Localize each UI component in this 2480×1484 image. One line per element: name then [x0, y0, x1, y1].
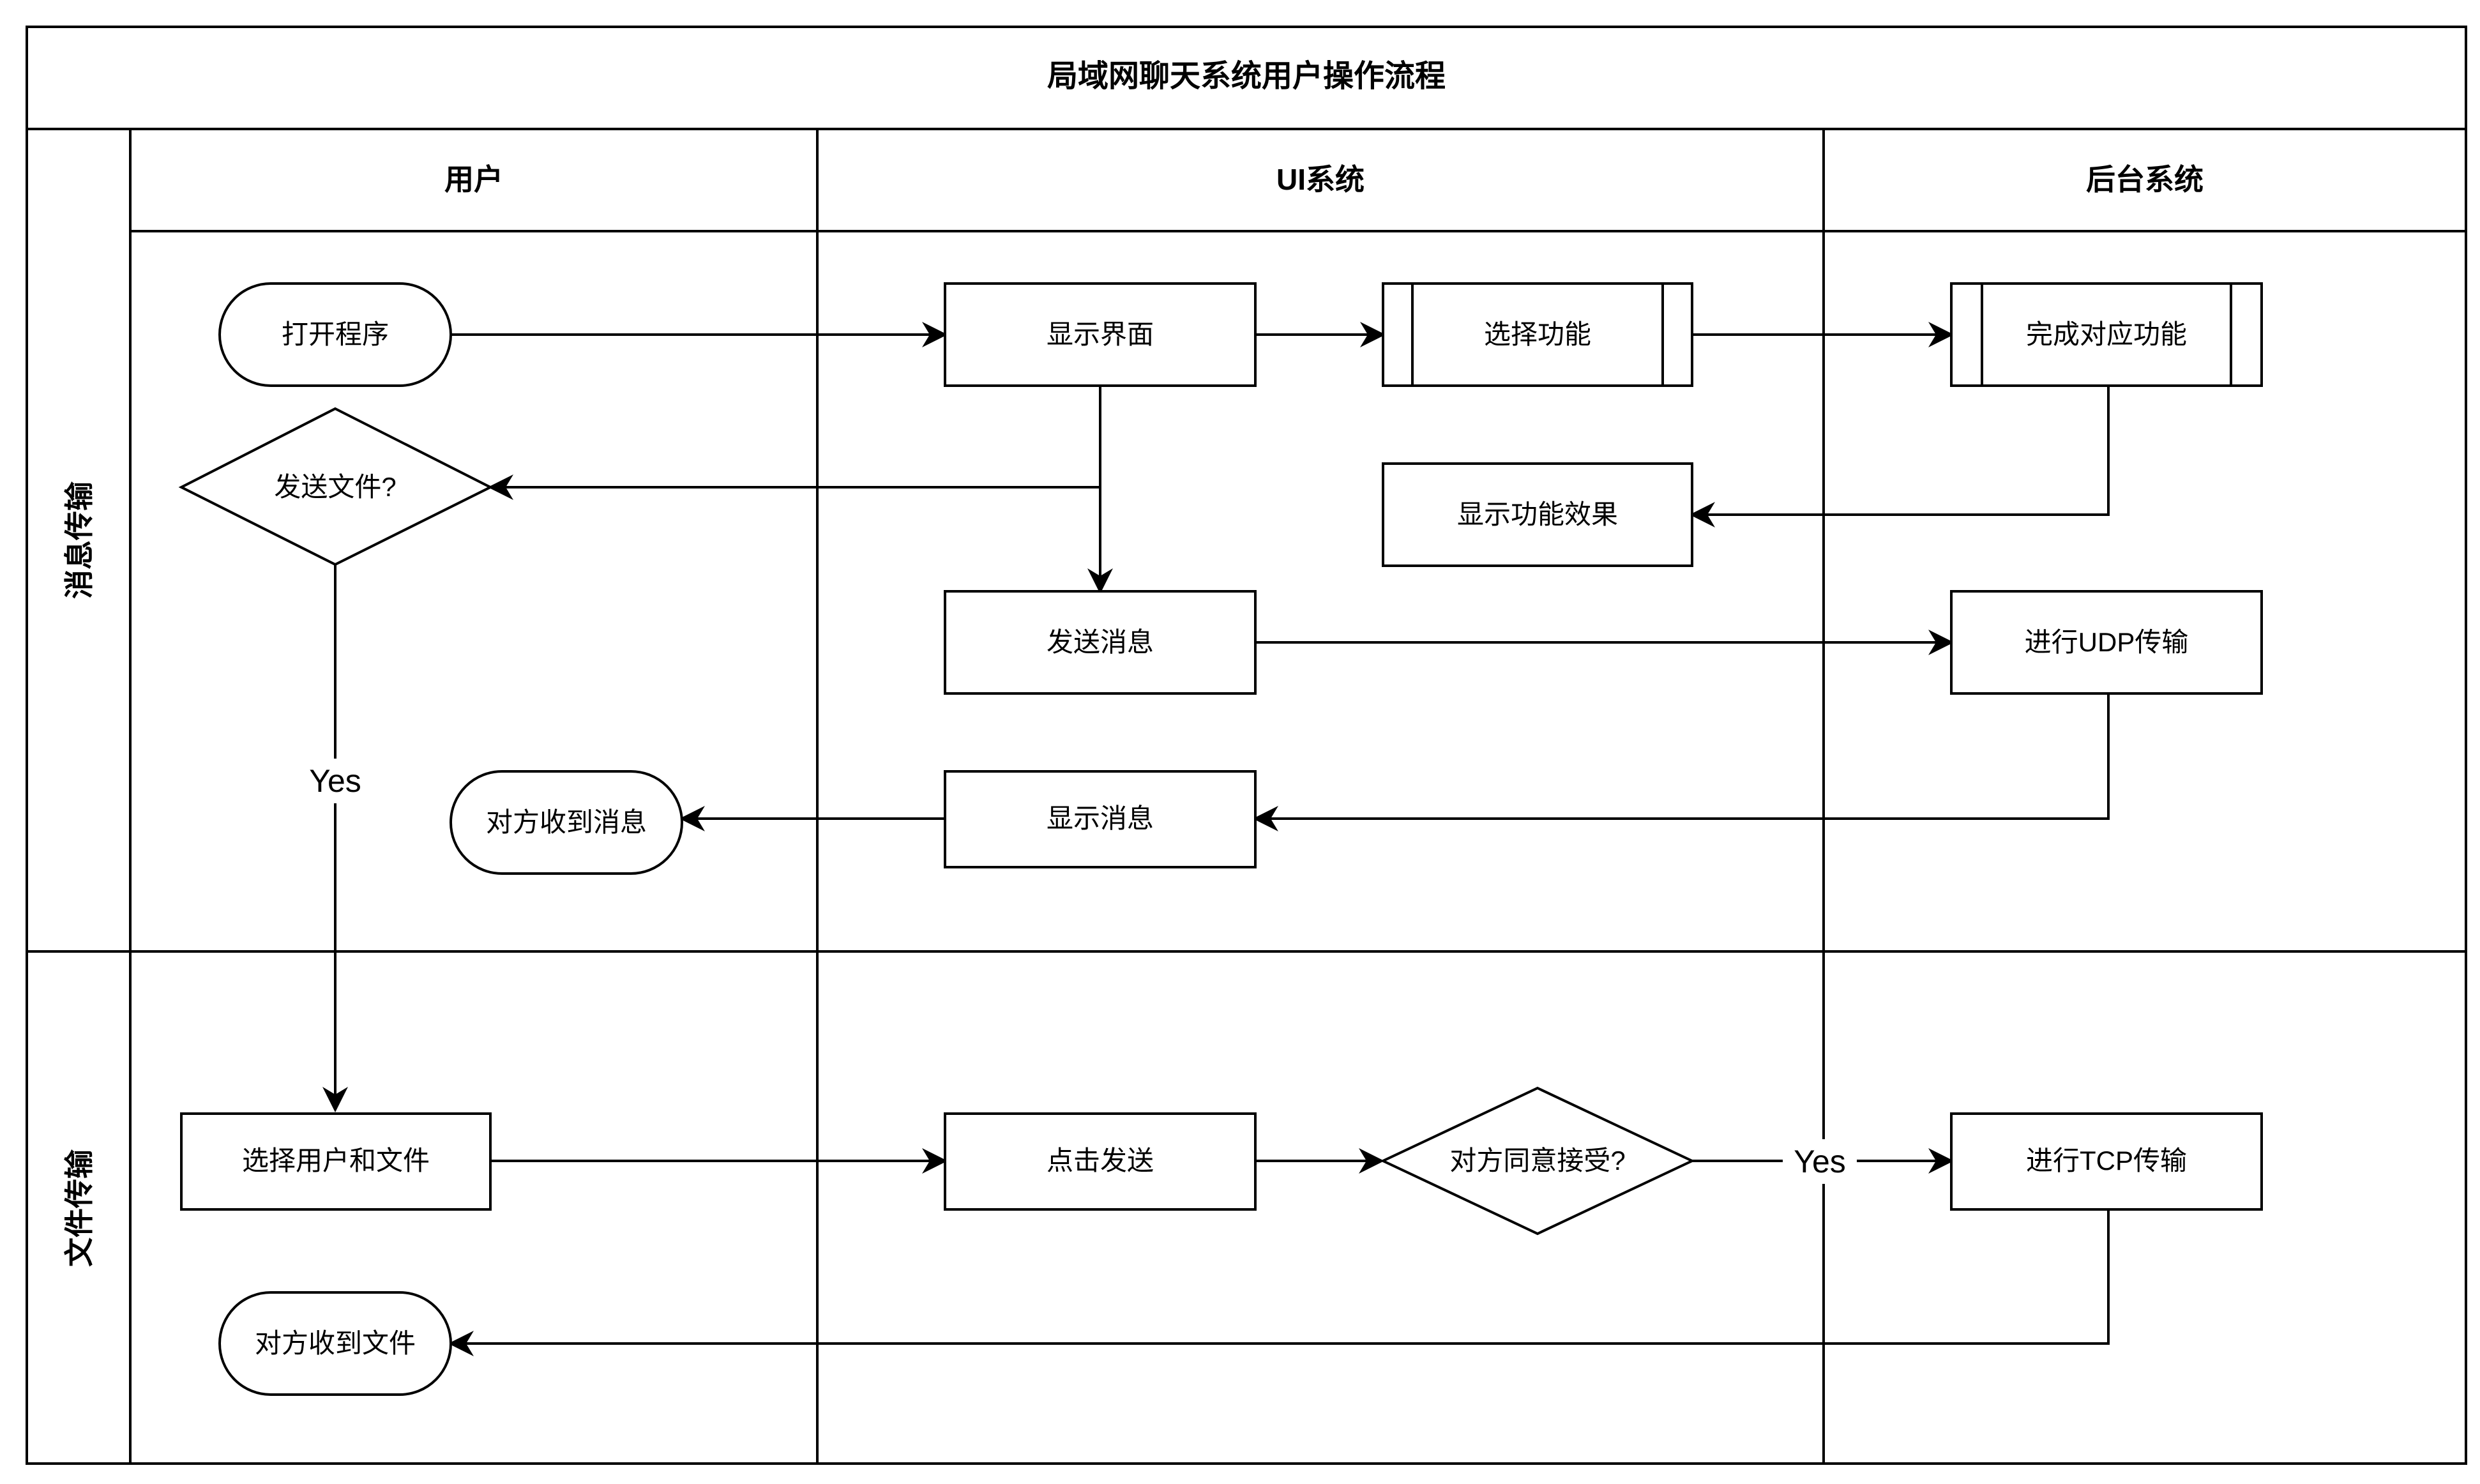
edge-udp-to-show-message: [1253, 693, 2110, 831]
node-peer-accept-decision: 对方同意接受?: [1380, 1086, 1695, 1236]
node-show-interface: 显示界面: [944, 282, 1257, 387]
node-label: 发送消息: [1047, 627, 1154, 657]
edge-complete-to-effect: [1690, 386, 2110, 527]
column-header-ui: UI系统: [1276, 163, 1365, 196]
node-label: 显示界面: [1047, 319, 1154, 349]
connectors: [322, 322, 2110, 1356]
node-label: 对方收到文件: [255, 1328, 416, 1358]
node-label: 打开程序: [282, 319, 389, 349]
node-label: 发送文件?: [274, 472, 396, 502]
column-header-user: 用户: [444, 163, 503, 196]
node-udp-transfer: 进行UDP传输: [1950, 590, 2263, 695]
node-select-function: 选择功能: [1382, 282, 1693, 387]
node-click-send: 点击发送: [944, 1112, 1257, 1211]
node-label: 显示消息: [1047, 803, 1154, 833]
node-label: 对方收到消息: [486, 807, 647, 837]
node-label: 对方同意接受?: [1449, 1146, 1625, 1176]
edge-label-yes-send-file: Yes: [309, 763, 361, 799]
swimlane-frame: [26, 26, 2467, 1465]
node-open-program: 打开程序: [218, 282, 452, 387]
edge-tcp-to-peer-file: [448, 1211, 2110, 1356]
node-show-function-effect: 显示功能效果: [1382, 462, 1693, 567]
node-label: 进行UDP传输: [2025, 627, 2189, 657]
node-send-file-decision: 发送文件?: [178, 407, 494, 566]
diagram-title: 局域网聊天系统用户操作流程: [1047, 59, 1446, 93]
node-complete-function: 完成对应功能: [1950, 282, 2263, 387]
edge-label-yes-accept: Yes: [1794, 1144, 1846, 1179]
node-tcp-transfer: 进行TCP传输: [1950, 1112, 2263, 1211]
node-show-message: 显示消息: [944, 770, 1257, 868]
node-label: 点击发送: [1047, 1146, 1154, 1176]
node-send-message: 发送消息: [944, 590, 1257, 695]
node-label: 完成对应功能: [2026, 319, 2187, 349]
node-label: 显示功能效果: [1457, 499, 1618, 529]
node-peer-receives-file: 对方收到文件: [218, 1291, 452, 1396]
node-label: 进行TCP传输: [2026, 1146, 2187, 1176]
column-header-backend: 后台系统: [2086, 163, 2204, 196]
node-select-user-file: 选择用户和文件: [180, 1112, 492, 1211]
node-label: 选择用户和文件: [242, 1146, 430, 1176]
node-peer-receives-message: 对方收到消息: [450, 770, 683, 875]
lane-label-message: 消息传输: [63, 481, 96, 599]
lane-label-file: 文件传输: [63, 1149, 96, 1267]
node-label: 选择功能: [1484, 319, 1591, 349]
